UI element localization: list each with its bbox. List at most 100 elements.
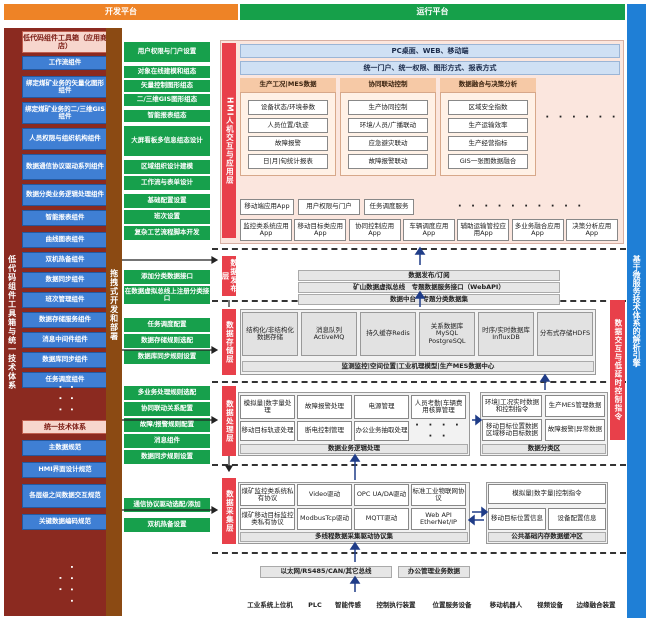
device-item: 控制执行装置 (376, 601, 416, 610)
tech-spec-item: HMI界面设计规范 (22, 462, 108, 478)
dev-config-item: 区域组织设计建模 (124, 160, 210, 174)
hmi-group-item: 环境/人员/广播联动 (348, 118, 428, 133)
tool-item: 数据库同步组件 (22, 352, 108, 368)
tool-item: 工作流组件 (22, 56, 108, 70)
app-item: 移动目标类应用App (294, 219, 347, 241)
public-item: 模拟量|数字量|控制指令 (488, 484, 606, 504)
device-item: 视频设备 (537, 601, 563, 610)
office-data: 办公管理业务数据 (398, 566, 470, 578)
public-buffer-items: 模拟量|数字量|控制指令移动目标位置信息设备配置信息 (488, 484, 606, 530)
hmi-group-title: 协同联动控制 (340, 78, 436, 92)
device-item: 智能传感 (335, 601, 361, 610)
app-item: 辅助运输管控应用App (457, 219, 510, 241)
data-interaction-label: 数据交互与低延时控制指令 (610, 300, 625, 440)
app-item: 任务调度服务 (364, 199, 414, 215)
dev-column (106, 28, 122, 616)
dev-config-item: 工作流与表单设计 (124, 176, 210, 190)
toolbox-title: 低代码组件工具箱（应用商店） (22, 31, 108, 53)
separator-3 (212, 381, 626, 383)
tool-item: 人员权限与组织机构组件 (22, 128, 108, 150)
processing-row-2: 移动目标轨迹处理断电控制管理办公业务抽取处理· · · · · · (240, 420, 468, 442)
processing-item: 电源管理 (354, 395, 409, 419)
separator-5 (212, 552, 626, 554)
separator-4 (212, 464, 626, 466)
dev-config-item: 数据存储规则选配 (124, 334, 210, 348)
dev-config-item: 添加分类数据接口 (124, 270, 210, 284)
hmi-group-item: 故障报警 (248, 136, 328, 151)
dev-config-list: 用户权限与门户设置对象在线建模和组态矢量控制图形组态二/三维GIS图形组态智能报… (124, 0, 210, 622)
collect-item: MQTT驱动 (354, 508, 409, 530)
run-platform-header: 运行平台 (240, 4, 625, 20)
hmi-group-item: GIS一张图数据融合 (448, 154, 528, 169)
left-vertical-label: 低代码组件工具箱与统一技术体系 (7, 254, 17, 390)
processing-item: 办公业务抽取处理 (354, 421, 409, 441)
dev-config-item: 复杂工艺流程脚本开发 (124, 226, 210, 240)
storage-item: 消息队列ActiveMQ (301, 312, 357, 356)
app-item: 移动端应用App (240, 199, 294, 215)
tool-item: 双机热备组件 (22, 252, 108, 268)
collect-item: 标准工业物联网协议 (411, 484, 466, 506)
collect-item: Video驱动 (297, 484, 352, 506)
tool-item: 数据同步组件 (22, 272, 108, 288)
hmi-group-item: 生产运输效率 (448, 118, 528, 133)
tool-item: 数据通信协议驱动系列组件 (22, 154, 108, 180)
app-item: 多业务融合应用App (511, 219, 564, 241)
dev-config-item: 消息组件 (124, 434, 210, 448)
storage-item: 关系数据库MySQL PostgreSQL (419, 312, 475, 356)
tool-item: 班次管理组件 (22, 292, 108, 308)
dev-config-item: 矢量控制图形组态 (124, 80, 210, 92)
classify-bottom: 数据分类区 (482, 444, 606, 454)
classify-item: 生产MES管理数据 (545, 395, 605, 417)
dev-config-item: 双机热备设置 (124, 518, 210, 532)
device-item: 边缘融合装置 (576, 601, 616, 610)
hmi-group-item: 生产协同控制 (348, 100, 428, 115)
app-row-dots: · · · · · · · · · · (457, 201, 585, 213)
hmi-group-title: 数据融合与决策分析 (440, 78, 536, 92)
publish-line-2: 矿山数据虚拟总线 专题数据服务接口（WebAPI） (298, 282, 560, 293)
publish-line-3: 数据中台 专题分类数据集 (298, 294, 560, 305)
processing-row-1: 模拟量|数字量处理故障报警处理电源管理人员考勤|车辆费用核算管理 (240, 395, 468, 419)
dev-config-item: 数据同步规则设置 (124, 450, 210, 464)
network-bus: 以太网/RS485/CAN/其它总线 (260, 566, 392, 578)
tool-item: 数据存储服务组件 (22, 312, 108, 328)
hmi-label: HMI人机交互与应用层 (222, 43, 236, 238)
dev-config-item: 故障/报警规则配置 (124, 418, 210, 432)
toolbox-list: 工作流组件绑定煤矿业务的矢量化图形组件绑定煤矿业务的二/三维GIS组件人员权限与… (22, 56, 108, 411)
storage-item: 分布式存储HDFS (537, 312, 593, 356)
dev-config-item: 数据库同步规则设置 (124, 350, 210, 364)
processing-label: 数据处理层 (222, 386, 236, 456)
device-item: PLC (308, 601, 322, 610)
collect-item: 煤矿移动目标监控类私有协议 (240, 508, 295, 530)
tool-item: 曲线图表组件 (22, 232, 108, 248)
dev-config-item: 基础配置设置 (124, 194, 210, 208)
dev-config-item: 协同联动关系配置 (124, 402, 210, 416)
storage-item: 持久缓存Redis (360, 312, 416, 356)
collect-bottom: 多线程数据采集驱动协议集 (240, 532, 468, 542)
dev-config-item: 在数据虚拟总线上注册分类接口 (124, 286, 210, 304)
publish-label: 数据发布层 (221, 256, 239, 296)
dev-config-item: 用户权限与门户设置 (124, 42, 210, 62)
public-buffer-bottom: 公共基础内存数据缓冲区 (488, 532, 606, 542)
app-item: 决策分析应用App (565, 219, 618, 241)
tool-item: 数据分类业务逻辑处理组件 (22, 184, 108, 206)
hmi-group-item: 应急避灾联动 (348, 136, 428, 151)
hmi-group-item: 设备状态/环境参数 (248, 100, 328, 115)
processing-item: 故障报警处理 (297, 395, 352, 419)
tech-spec-item: 关键数据编码规范 (22, 514, 108, 530)
portal-bar: PC桌面、WEB、移动端 (240, 44, 620, 58)
dev-platform-header: 开发平台 (4, 4, 238, 20)
storage-item: 时序/实时数据库InfluxDB (478, 312, 534, 356)
dev-config-item: 通信协议驱动选配/添加 (124, 498, 210, 512)
drag-deploy-label: 拖拽式开发和部署 (109, 269, 119, 341)
storage-label: 数据存储层 (222, 309, 236, 375)
processing-item: 模拟量|数字量处理 (240, 395, 295, 419)
tech-dots: · · · · · · (54, 565, 77, 605)
app-item: 监控类系统应用App (240, 219, 292, 241)
storage-bottom: 监测监控|空间位置|工业机理模型|生产MES数据中心 (242, 361, 594, 372)
collect-item: Web API EtherNet/IP (411, 508, 466, 530)
